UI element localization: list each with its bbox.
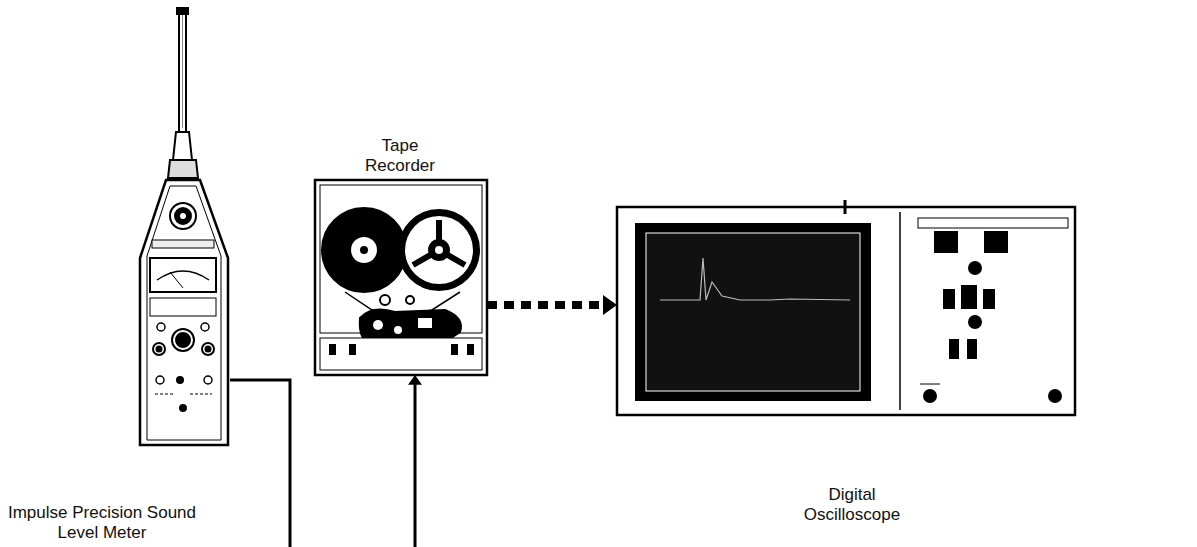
arrowhead xyxy=(408,375,422,385)
device-label: Tape Recorder xyxy=(355,136,445,176)
digital-oscilloscope xyxy=(617,200,1075,415)
arrowhead xyxy=(603,295,617,315)
connector-line xyxy=(230,380,415,547)
device-label: Digital Oscilloscope xyxy=(787,485,917,525)
digital-oscilloscope: Digital Oscilloscope xyxy=(617,207,1075,415)
tape-recorder: Tape Recorder xyxy=(315,180,487,375)
device-label: Impulse Precision Sound Level Meter xyxy=(4,503,200,543)
connector-line xyxy=(487,301,605,309)
sound-level-meter: Impulse Precision Sound Level Meter xyxy=(140,178,230,446)
cable-connector xyxy=(230,375,422,547)
tape-recorder xyxy=(315,180,487,375)
sound-level-meter xyxy=(140,8,228,445)
signal-arrow xyxy=(487,295,617,315)
